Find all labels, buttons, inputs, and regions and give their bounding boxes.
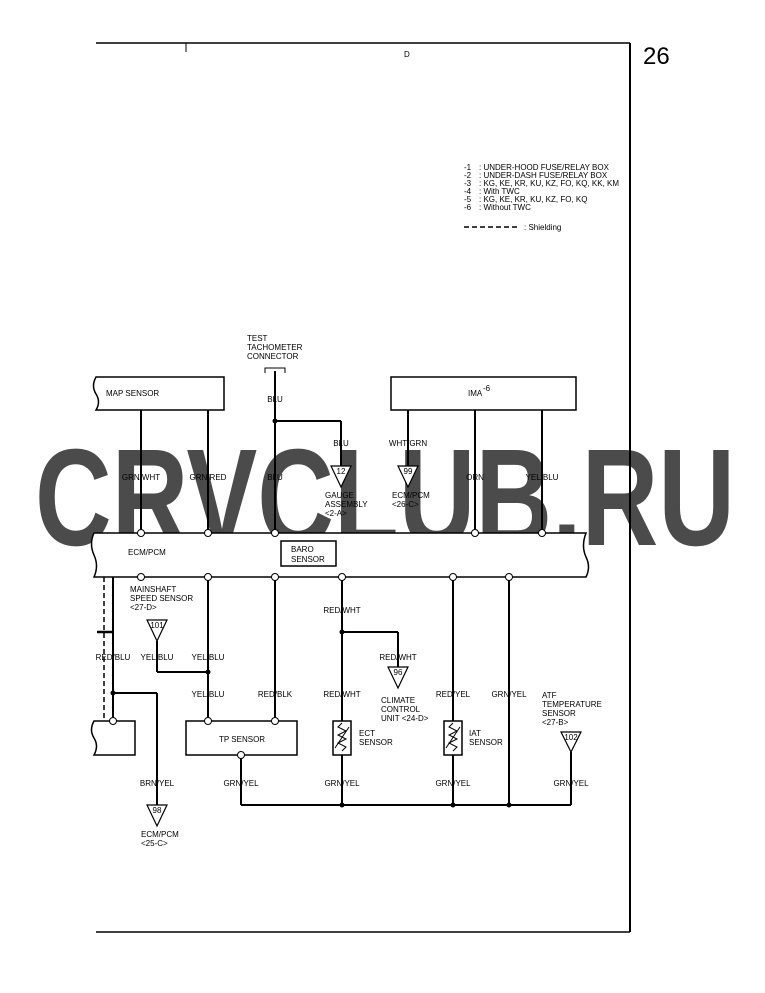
tp-sensor-label: TP SENSOR — [219, 735, 265, 744]
test-connector-label: TEST — [247, 334, 268, 343]
ref-triangle-icon — [330, 465, 352, 489]
test-connector-label: TACHOMETER — [247, 343, 303, 352]
section-letter: D — [404, 50, 410, 59]
wire-label: BLU — [267, 473, 283, 482]
iat-sensor-label: SENSOR — [469, 738, 503, 747]
wire-label: ORN — [466, 473, 484, 482]
ref-number: 96 — [394, 668, 403, 677]
ref-triangle-icon — [146, 619, 168, 643]
legend-code: -5 — [464, 195, 472, 204]
ima-label: IMA — [468, 389, 483, 398]
ref-number: 98 — [153, 806, 162, 815]
ima-superscript: -6 — [483, 384, 491, 393]
wire-label: YEL/BLU — [141, 653, 174, 662]
test-connector-label: CONNECTOR — [247, 352, 299, 361]
wire-label: RED/BLU — [96, 653, 131, 662]
wire-label: RED/BLK — [258, 690, 293, 699]
climate-label: UNIT <24-D> — [381, 714, 429, 723]
legend-code: -1 — [464, 163, 472, 172]
atf-label: ATF — [542, 691, 557, 700]
ref-number: 12 — [337, 467, 346, 476]
ima-box — [390, 376, 577, 411]
ref-triangle-icon — [560, 731, 582, 754]
wire-label: RED/WHT — [379, 653, 416, 662]
wire-label: BLU — [333, 439, 349, 448]
wire-label: RED/YEL — [436, 690, 471, 699]
iat-sensor-label: IAT — [469, 729, 481, 738]
atf-label: TEMPERATURE — [542, 700, 602, 709]
wire-labels: GRN/WHT GRN/RED BLU BLU BLU WHT/GRN ORN … — [96, 395, 589, 788]
ecm-label: ECM/PCM — [128, 548, 166, 557]
wire-label: WHT/GRN — [389, 439, 427, 448]
wire-label: YEL/BLU — [526, 473, 559, 482]
gauge-label: GAUGE — [325, 491, 354, 500]
map-sensor-label: MAP SENSOR — [106, 389, 159, 398]
ecm-ref-label: <26-C> — [392, 500, 419, 509]
wire-label: YEL/BLU — [192, 690, 225, 699]
wire-label: GRN/YEL — [435, 779, 471, 788]
legend-text: : KG, KE, KR, KU, KZ, FO, KQ, KK, KM — [479, 179, 619, 188]
legend-text: : With TWC — [479, 187, 520, 196]
page-frame — [96, 42, 631, 933]
tp-sensor-box — [185, 720, 298, 756]
wire-label: GRN/YEL — [223, 779, 259, 788]
baro-label: BARO — [291, 545, 314, 554]
page-number: 26 — [643, 43, 670, 70]
baro-box — [280, 540, 337, 567]
mainshaft-label: MAINSHAFT — [130, 585, 176, 594]
iat-thermistor-arrow — [445, 726, 461, 749]
legend-code: -3 — [464, 179, 472, 188]
ecm-box — [90, 532, 590, 578]
terminals — [109, 529, 546, 759]
legend-code: -6 — [464, 203, 472, 212]
legend-text: : UNDER-HOOD FUSE/RELAY BOX — [479, 163, 610, 172]
atf-label: <27-B> — [542, 718, 569, 727]
wire-label: RED/WHT — [323, 606, 360, 615]
climate-label: CLIMATE — [381, 696, 415, 705]
baro-label: SENSOR — [291, 555, 325, 564]
ecm-ref-label: ECM/PCM — [141, 830, 179, 839]
ect-sensor-label: SENSOR — [359, 738, 393, 747]
left-connector-box — [90, 720, 136, 756]
wire-label: GRN/YEL — [491, 690, 527, 699]
legend-code: -4 — [464, 187, 472, 196]
legend-text: : KG, KE, KR, KU, KZ, FO, KQ — [479, 195, 587, 204]
ecm-ref-label: <25-C> — [141, 839, 168, 848]
mainshaft-label: SPEED SENSOR — [130, 594, 193, 603]
gauge-label: <2-A> — [325, 509, 347, 518]
legend-code: -2 — [464, 171, 472, 180]
wire-label: BLU — [267, 395, 283, 404]
legend-text: : UNDER-DASH FUSE/RELAY BOX — [479, 171, 608, 180]
ref-number: 99 — [404, 467, 413, 476]
ref-number: 101 — [150, 621, 164, 630]
wires — [97, 371, 572, 806]
ecm-ref-label: ECM/PCM — [392, 491, 430, 500]
wire-label: BRN/YEL — [140, 779, 175, 788]
ref-triangle-icon — [146, 804, 168, 828]
ect-thermistor-arrow — [334, 726, 350, 749]
ref-triangle-icon — [397, 465, 419, 489]
mainshaft-label: <27-D> — [130, 603, 157, 612]
wire-label: GRN/WHT — [122, 473, 160, 482]
test-connector-icon — [264, 367, 286, 373]
atf-label: SENSOR — [542, 709, 576, 718]
ref-triangle-icon — [387, 666, 409, 690]
wire-label: RED/WHT — [323, 690, 360, 699]
map-sensor-box — [92, 376, 225, 411]
climate-label: CONTROL — [381, 705, 421, 714]
wire-label: GRN/RED — [190, 473, 227, 482]
wire-label: GRN/YEL — [553, 779, 589, 788]
wire-label: GRN/YEL — [324, 779, 360, 788]
legend-text: : Without TWC — [479, 203, 531, 212]
legend: -1 : UNDER-HOOD FUSE/RELAY BOX -2 : UNDE… — [464, 163, 619, 232]
shielding-label: : Shielding — [524, 223, 561, 232]
wire-label: YEL/BLU — [192, 653, 225, 662]
ect-sensor-label: ECT — [359, 729, 375, 738]
ref-number: 102 — [564, 733, 578, 742]
gauge-label: ASSEMBLY — [325, 500, 368, 509]
splice-points — [110, 418, 512, 808]
